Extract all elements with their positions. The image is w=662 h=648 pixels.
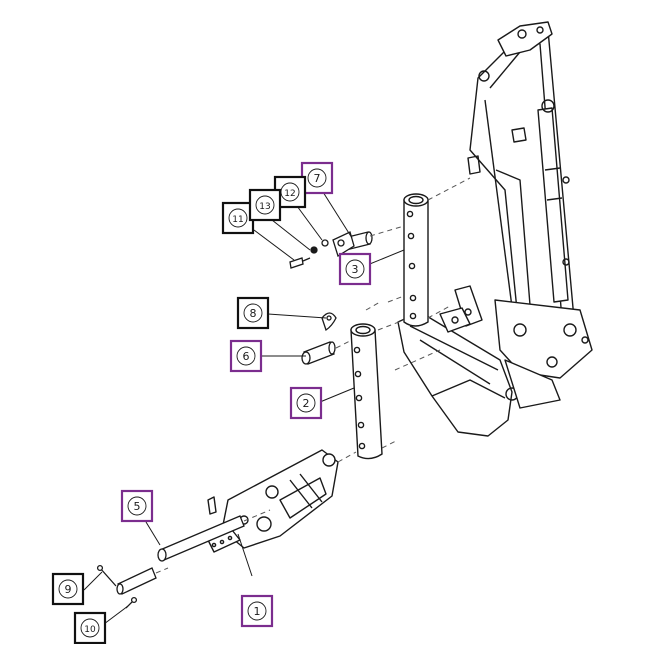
callout-box bbox=[229, 339, 263, 373]
callout-circle bbox=[127, 496, 147, 516]
callout-13: 13 bbox=[248, 188, 282, 222]
callout-circle bbox=[58, 579, 78, 599]
callout-number: 8 bbox=[250, 307, 257, 320]
callout-2: 2 bbox=[289, 386, 323, 420]
upright-post-upper bbox=[403, 193, 429, 327]
callout-number: 13 bbox=[259, 202, 270, 212]
callout-circle bbox=[247, 601, 267, 621]
callout-number: 5 bbox=[134, 500, 141, 513]
callout-box bbox=[248, 188, 282, 222]
callout-10: 10 bbox=[73, 611, 107, 645]
leader-lines bbox=[83, 191, 405, 625]
callout-1: 1 bbox=[240, 594, 274, 628]
callout-box bbox=[289, 386, 323, 420]
callout-circle bbox=[345, 259, 365, 279]
callout-number: 12 bbox=[284, 189, 295, 199]
pin-6-assembly bbox=[301, 312, 337, 365]
alignment-lines bbox=[155, 177, 471, 574]
callout-circle bbox=[307, 168, 327, 188]
callout-box bbox=[236, 296, 270, 330]
callout-9: 9 bbox=[51, 572, 85, 606]
callout-box bbox=[73, 611, 107, 645]
callout-number: 10 bbox=[84, 625, 96, 635]
callout-number: 2 bbox=[303, 397, 310, 410]
pin-5-assembly bbox=[96, 515, 245, 609]
callout-circle bbox=[228, 208, 248, 228]
callout-number: 9 bbox=[65, 583, 72, 596]
callout-box bbox=[221, 201, 255, 235]
callout-11: 11 bbox=[221, 201, 255, 235]
callout-box bbox=[120, 489, 154, 523]
upright-post-lower bbox=[350, 323, 383, 460]
callout-7: 7 bbox=[300, 161, 334, 195]
pin-7-assembly bbox=[289, 231, 373, 269]
callout-circle bbox=[80, 618, 100, 638]
callout-circle bbox=[243, 303, 263, 323]
callout-box bbox=[240, 594, 274, 628]
callout-number: 1 bbox=[254, 605, 261, 618]
callout-8: 8 bbox=[236, 296, 270, 330]
callout-number: 7 bbox=[314, 172, 321, 185]
callout-number: 3 bbox=[352, 263, 359, 276]
callout-6: 6 bbox=[229, 339, 263, 373]
boom-assembly bbox=[454, 21, 593, 379]
callout-circle bbox=[236, 346, 256, 366]
bucket bbox=[397, 307, 561, 437]
callout-number: 6 bbox=[243, 350, 250, 363]
callout-5: 5 bbox=[120, 489, 154, 523]
callout-box bbox=[300, 161, 334, 195]
callout-box bbox=[51, 572, 85, 606]
callout-circle bbox=[296, 393, 316, 413]
callout-box bbox=[338, 252, 372, 286]
callout-circle bbox=[255, 195, 275, 215]
callout-3: 3 bbox=[338, 252, 372, 286]
base-bracket bbox=[207, 449, 339, 553]
callout-number: 11 bbox=[232, 215, 243, 225]
